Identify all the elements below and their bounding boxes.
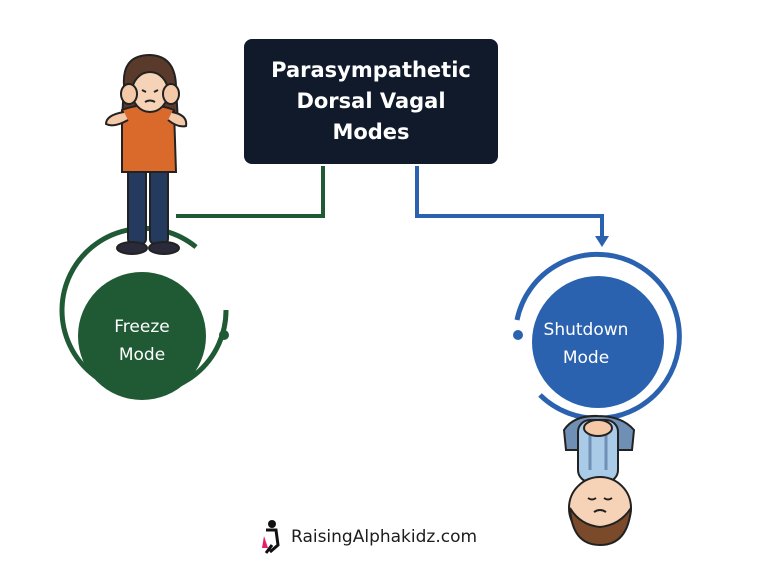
boy-curled-up-icon <box>562 414 636 547</box>
girl-covering-ears-icon <box>104 53 188 255</box>
arrow-head-icon <box>595 236 609 247</box>
brand-footer: RaisingAlphakidz.com <box>263 517 477 557</box>
shutdown-ring-dot <box>513 330 523 340</box>
diagram-title: Parasympathetic Dorsal Vagal Modes <box>256 55 486 148</box>
title-line: Parasympathetic <box>271 58 471 82</box>
shutdown-label-line: Shutdown <box>543 320 629 340</box>
shutdown-mode-label: Shutdown Mode <box>531 316 641 372</box>
freeze-mode-label: Freeze Mode <box>92 313 192 369</box>
freeze-label-line: Freeze <box>114 317 170 337</box>
title-box: Parasympathetic Dorsal Vagal Modes <box>244 39 498 164</box>
brand-name: RaisingAlphakidz.com <box>291 527 478 547</box>
shutdown-circle <box>532 276 664 408</box>
freeze-connector <box>176 166 325 218</box>
title-line: Modes <box>332 120 410 144</box>
freeze-label-line: Mode <box>118 345 166 365</box>
freeze-ring-dot <box>219 330 229 340</box>
shutdown-connector <box>415 166 604 240</box>
running-kid-logo-icon <box>262 520 280 554</box>
title-line: Dorsal Vagal <box>296 89 446 113</box>
shutdown-label-line: Mode <box>562 348 610 368</box>
freeze-circle <box>78 272 206 400</box>
